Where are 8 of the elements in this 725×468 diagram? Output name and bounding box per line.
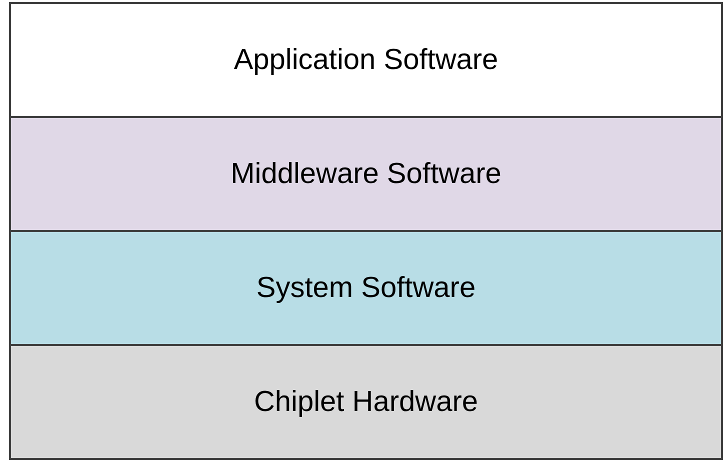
layer-label: Application Software (234, 44, 498, 76)
layer-band (9, 2, 723, 118)
layer-label: System Software (256, 272, 476, 304)
layer-label: Middleware Software (230, 158, 502, 190)
layer-band (9, 116, 723, 232)
layer-label: Chiplet Hardware (254, 386, 478, 418)
layer-band (9, 344, 723, 460)
layer-band (9, 230, 723, 346)
